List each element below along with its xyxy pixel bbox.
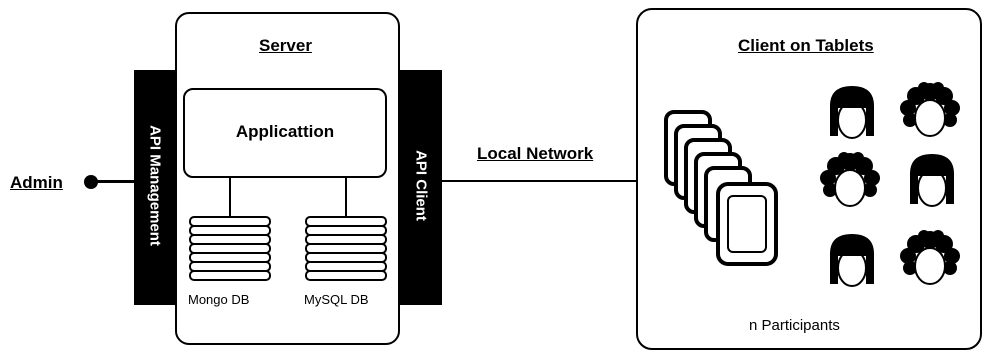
admin-dot bbox=[84, 175, 98, 189]
mongo-db-label: Mongo DB bbox=[188, 292, 250, 307]
straight-hair-person-icon bbox=[910, 154, 954, 207]
mysql-db-icon bbox=[305, 216, 387, 281]
app-to-mysql-line bbox=[345, 178, 347, 218]
tablet-stack bbox=[664, 110, 778, 266]
straight-hair-person-icon bbox=[830, 86, 874, 139]
local-network-line bbox=[442, 180, 638, 182]
local-network-label: Local Network bbox=[477, 144, 594, 163]
server-box bbox=[175, 12, 400, 345]
app-to-mongo-line bbox=[229, 178, 231, 218]
client-title: Client on Tablets bbox=[738, 36, 874, 55]
admin-connector-line bbox=[95, 180, 135, 183]
api-client-band bbox=[400, 70, 442, 305]
mysql-db-label: MySQL DB bbox=[304, 292, 369, 307]
application-box bbox=[183, 88, 387, 178]
mongo-db-icon bbox=[189, 216, 271, 281]
api-management-label: API Management bbox=[146, 125, 164, 246]
curly-hair-person-icon bbox=[820, 152, 880, 207]
participants-label: n Participants bbox=[749, 317, 840, 334]
curly-hair-person-icon bbox=[900, 230, 960, 285]
curly-hair-person-icon bbox=[900, 82, 960, 137]
server-title: Server bbox=[259, 36, 312, 55]
application-label: Applicattion bbox=[235, 122, 335, 141]
api-client-label: API Client bbox=[412, 150, 430, 221]
straight-hair-person-icon bbox=[830, 234, 874, 287]
admin-label: Admin bbox=[10, 173, 63, 192]
api-management-band bbox=[134, 70, 176, 305]
